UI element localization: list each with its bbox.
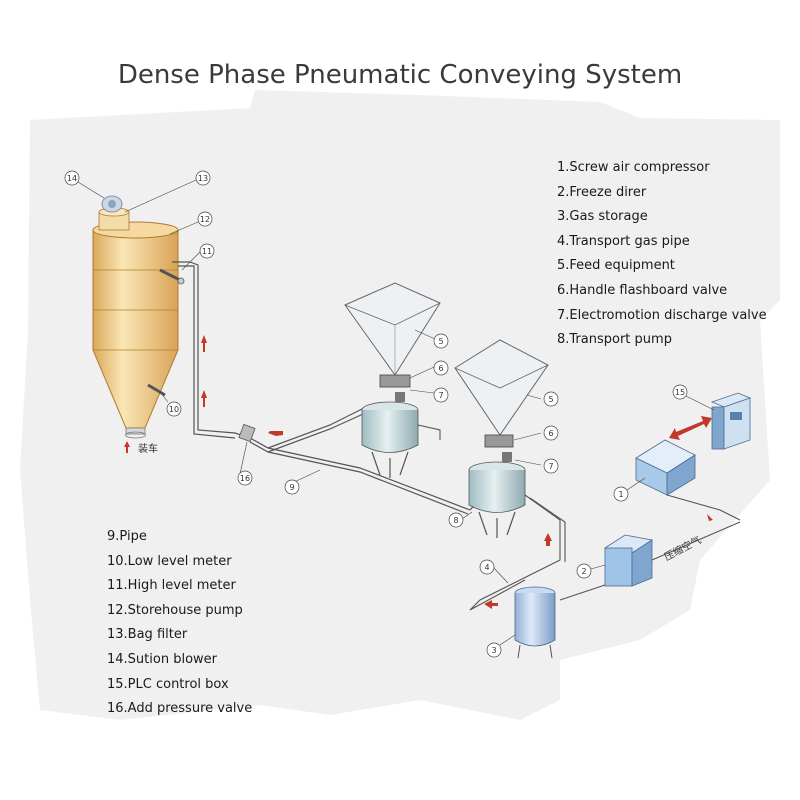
svg-text:3: 3 xyxy=(491,646,496,655)
signal-arrow xyxy=(669,416,712,440)
suction-blower xyxy=(101,195,123,213)
callout-10: 10 xyxy=(166,401,182,417)
svg-text:14: 14 xyxy=(67,174,77,183)
callout-3: 3 xyxy=(486,642,502,658)
legend-item: 9.Pipe xyxy=(107,529,147,544)
feed-hopper-lower xyxy=(454,339,549,448)
callouts: 14 13 12 11 10 16 9 5 6 7 5 6 7 8 4 3 2 … xyxy=(64,170,688,658)
callout-11: 11 xyxy=(199,243,215,259)
callout-12: 12 xyxy=(197,211,213,227)
svg-text:16: 16 xyxy=(240,474,250,483)
legend-item: 3.Gas storage xyxy=(557,209,648,225)
svg-text:6: 6 xyxy=(548,429,553,438)
callout-13: 13 xyxy=(195,170,211,186)
svg-text:10: 10 xyxy=(169,405,179,414)
svg-text:6: 6 xyxy=(438,364,443,373)
callout-15: 15 xyxy=(672,384,688,400)
plc-control-box xyxy=(710,392,752,450)
feed-hopper-upper xyxy=(344,282,441,388)
page-title: Dense Phase Pneumatic Conveying System xyxy=(117,60,683,90)
svg-text:7: 7 xyxy=(438,391,443,400)
callout-16: 16 xyxy=(237,470,253,486)
legend-item: 13.Bag filter xyxy=(107,627,188,643)
legend-item: 14.Sution blower xyxy=(107,651,217,667)
callout-6b: 6 xyxy=(543,425,559,441)
svg-text:11: 11 xyxy=(202,247,212,256)
svg-text:7: 7 xyxy=(548,462,553,471)
legend-item: 8.Transport pump xyxy=(557,332,672,348)
svg-text:1: 1 xyxy=(618,490,623,499)
legend-item: 12.Storehouse pump xyxy=(107,602,243,618)
callout-1: 1 xyxy=(613,486,629,502)
legend-item: 7.Electromotion discharge valve xyxy=(557,307,767,323)
legend-item: 11.High level meter xyxy=(107,578,236,594)
callout-5a: 5 xyxy=(433,333,449,349)
freeze-dryer xyxy=(603,534,654,587)
legend-bottom: 9.Pipe 10.Low level meter 11.High level … xyxy=(107,525,252,722)
svg-text:4: 4 xyxy=(484,563,489,572)
svg-text:5: 5 xyxy=(548,395,553,404)
callout-14: 14 xyxy=(64,170,80,186)
callout-2: 2 xyxy=(576,563,592,579)
gas-storage-tank xyxy=(514,586,556,659)
svg-text:9: 9 xyxy=(289,483,294,492)
legend-item: 5.Feed equipment xyxy=(557,258,675,274)
legend-item: 1.Screw air compressor xyxy=(557,160,710,175)
svg-text:15: 15 xyxy=(675,388,685,397)
add-pressure-valve xyxy=(238,423,256,443)
legend-item: 4.Transport gas pipe xyxy=(557,233,690,249)
legend-item: 2.Freeze direr xyxy=(557,184,647,200)
transport-pump-lower xyxy=(468,452,526,538)
storehouse-silo xyxy=(92,221,179,439)
transport-gas-pipe xyxy=(417,424,566,611)
screw-air-compressor xyxy=(635,439,696,496)
svg-text:8: 8 xyxy=(453,516,458,525)
legend-item: 6.Handle flashboard valve xyxy=(557,282,728,298)
callout-7b: 7 xyxy=(543,458,559,474)
legend-item: 15.PLC control box xyxy=(107,676,229,692)
svg-text:2: 2 xyxy=(581,567,586,576)
legend-item: 16.Add pressure valve xyxy=(107,701,253,717)
low-level-meter xyxy=(147,383,166,397)
svg-text:5: 5 xyxy=(438,337,443,346)
callout-8: 8 xyxy=(448,512,464,528)
callout-6a: 6 xyxy=(433,360,449,376)
callout-4: 4 xyxy=(479,559,495,575)
svg-text:12: 12 xyxy=(200,215,210,224)
loading-label: 装车 xyxy=(138,442,158,455)
high-level-meter xyxy=(159,268,185,285)
legend-item: 10.Low level meter xyxy=(107,553,232,569)
callout-5b: 5 xyxy=(543,391,559,407)
callout-9: 9 xyxy=(284,479,300,495)
legend-top: 1.Screw air compressor 2.Freeze direr 3.… xyxy=(557,156,767,353)
flow-arrows xyxy=(124,335,713,609)
transport-pump-upper xyxy=(361,392,419,478)
callout-7a: 7 xyxy=(433,387,449,403)
compressed-air-pipe xyxy=(559,494,741,601)
svg-text:13: 13 xyxy=(198,174,208,183)
